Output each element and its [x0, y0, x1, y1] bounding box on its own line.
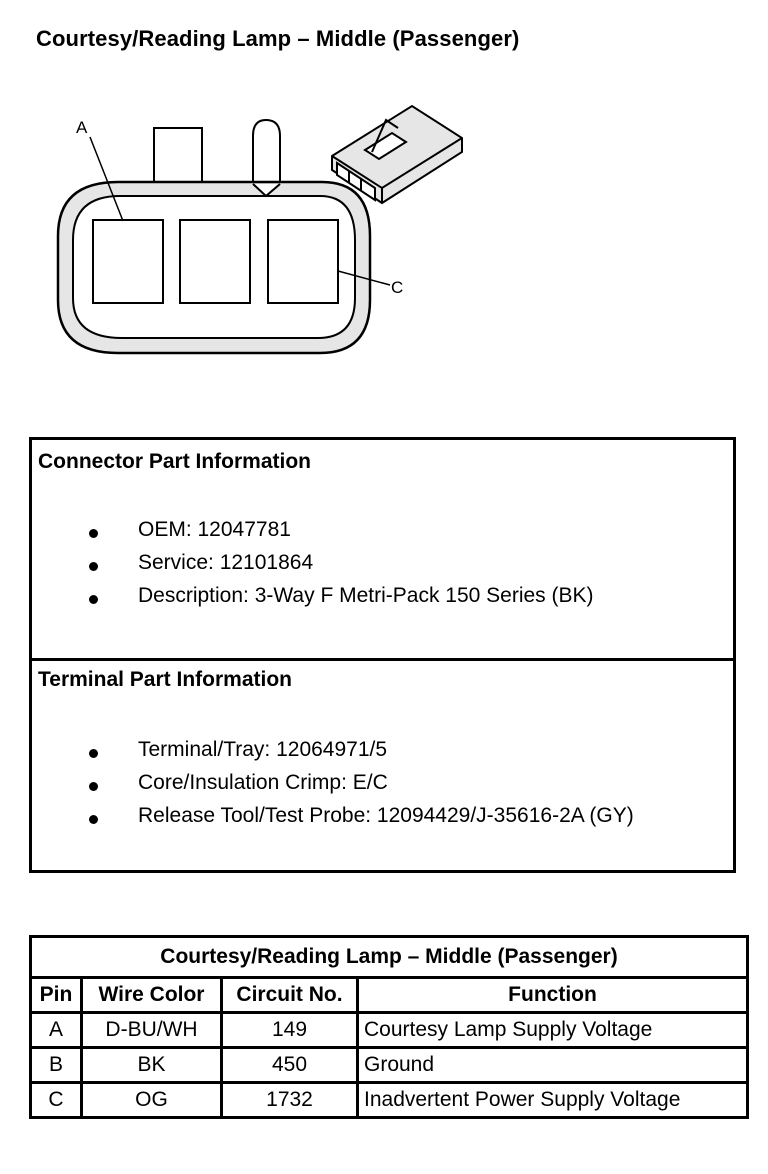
connector-diagram: A C	[56, 104, 463, 355]
column-header-function: Function	[356, 976, 749, 1014]
bullet-icon	[89, 562, 98, 571]
table-row: B BK 450 Ground	[29, 1046, 749, 1084]
terminal-crimp: Core/Insulation Crimp: E/C	[138, 771, 388, 794]
terminal-part-section: Terminal Part Information Terminal/Tray:…	[32, 658, 733, 870]
bullet-icon	[89, 529, 98, 538]
wire-color-cell: OG	[80, 1081, 223, 1119]
leader-line-c	[337, 270, 391, 286]
column-header-circuit: Circuit No.	[220, 976, 359, 1014]
table-row: C OG 1732 Inadvertent Power Supply Volta…	[29, 1081, 749, 1119]
terminal-part-heading: Terminal Part Information	[38, 668, 292, 691]
circuit-cell: 149	[220, 1011, 359, 1049]
terminal-tray: Terminal/Tray: 12064971/5	[138, 738, 388, 761]
label-pin-c: C	[391, 278, 403, 297]
cavity-a	[92, 219, 164, 304]
connector-iso-view	[331, 104, 463, 205]
bullet-icon	[89, 595, 98, 604]
column-header-pin: Pin	[29, 976, 83, 1014]
cavity-c	[267, 219, 339, 304]
circuit-cell: 450	[220, 1046, 359, 1084]
connector-part-section: Connector Part Information OEM: 12047781…	[32, 440, 733, 661]
bullet-icon	[89, 815, 98, 824]
function-cell: Inadvertent Power Supply Voltage	[356, 1081, 749, 1119]
column-header-wire-color: Wire Color	[80, 976, 223, 1014]
table-header-row: Pin Wire Color Circuit No. Function	[29, 976, 749, 1014]
cavity-b	[179, 219, 251, 304]
pin-cell: C	[29, 1081, 83, 1119]
pin-cell: B	[29, 1046, 83, 1084]
circuit-cell: 1732	[220, 1081, 359, 1119]
label-pin-a: A	[76, 118, 88, 137]
pin-table: Courtesy/Reading Lamp – Middle (Passenge…	[29, 935, 749, 1119]
table-caption-row: Courtesy/Reading Lamp – Middle (Passenge…	[29, 935, 749, 979]
function-cell: Ground	[356, 1046, 749, 1084]
bullet-icon	[89, 749, 98, 758]
table-caption: Courtesy/Reading Lamp – Middle (Passenge…	[29, 935, 749, 979]
bullet-icon	[89, 782, 98, 791]
table-row: A D-BU/WH 149 Courtesy Lamp Supply Volta…	[29, 1011, 749, 1049]
leader-line-a	[89, 136, 124, 222]
function-cell: Courtesy Lamp Supply Voltage	[356, 1011, 749, 1049]
connector-key-tab	[252, 118, 281, 185]
connector-description: Description: 3-Way F Metri-Pack 150 Seri…	[138, 584, 594, 607]
wire-color-cell: D-BU/WH	[80, 1011, 223, 1049]
pin-cell: A	[29, 1011, 83, 1049]
connector-part-heading: Connector Part Information	[38, 450, 312, 473]
connector-service: Service: 12101864	[138, 551, 314, 574]
terminal-release-tool: Release Tool/Test Probe: 12094429/J-3561…	[138, 804, 634, 827]
connector-oem: OEM: 12047781	[138, 518, 291, 541]
connector-lock-tab	[153, 127, 203, 186]
page-title: Courtesy/Reading Lamp – Middle (Passenge…	[36, 26, 520, 51]
wire-color-cell: BK	[80, 1046, 223, 1084]
part-information-box: Connector Part Information OEM: 12047781…	[29, 437, 736, 873]
